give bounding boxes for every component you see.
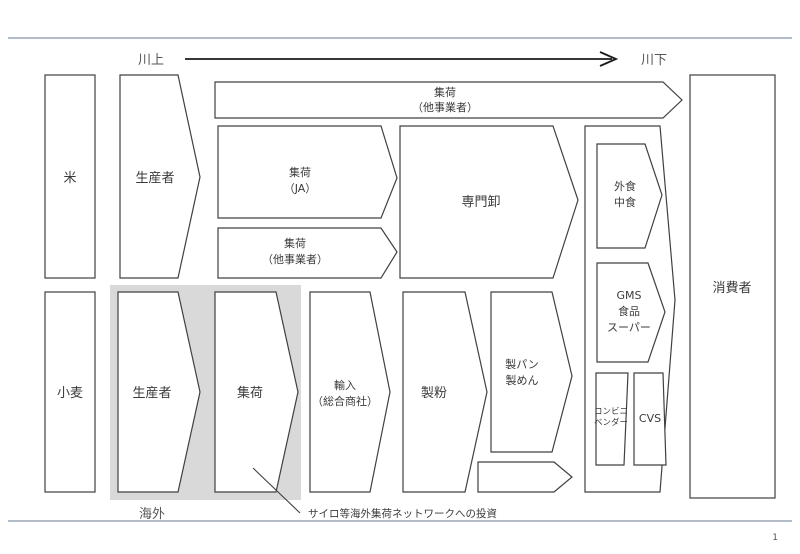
label-wheat-commodity: 小麦 <box>57 386 83 401</box>
label-specialty-wholesaler: 専門卸 <box>461 194 500 210</box>
label-wheat-collector: 集荷 <box>237 385 263 401</box>
label-rice-collector-ja-line2: （JA） <box>284 182 317 195</box>
shape-rice-collector-other[interactable] <box>217 227 398 279</box>
shape-specialty-wholesaler[interactable] <box>399 125 579 279</box>
shape-rice-commodity[interactable] <box>44 74 96 279</box>
label-rice-collector-other-line1: 集荷 <box>284 236 306 250</box>
shape-wheat-commodity[interactable] <box>44 291 96 493</box>
shape-wheat-baker[interactable] <box>490 291 573 453</box>
label-gms-line2: 食品 <box>618 304 640 318</box>
downstream-label: 川下 <box>641 53 667 68</box>
label-foodservice-line1: 外食 <box>614 179 636 193</box>
shape-retail-container <box>584 125 676 493</box>
label-foodservice-line2: 中食 <box>614 195 636 209</box>
shape-gms-supermarket[interactable] <box>596 262 666 363</box>
label-rice-collector-other-line2: （他事業者） <box>262 253 328 266</box>
shape-rice-collector-ja[interactable] <box>217 125 398 219</box>
label-gms-line1: GMS <box>617 289 642 302</box>
label-wheat-importer-line1: 輸入 <box>334 378 356 392</box>
shape-wheat-collector[interactable] <box>214 291 299 493</box>
shape-wheat-direct-channel[interactable] <box>477 461 573 493</box>
shape-consumer[interactable] <box>689 74 776 499</box>
label-cvs-vendor-line2: ベンダー <box>594 417 628 428</box>
shape-foodservice[interactable] <box>596 143 663 249</box>
label-investment-caption: サイロ等海外集荷ネットワークへの投資 <box>308 507 497 520</box>
label-wheat-baker-line2: 製めん <box>506 373 539 387</box>
shape-wheat-producer[interactable] <box>117 291 201 493</box>
label-rice-collector-other-top-line2: （他事業者） <box>412 101 478 114</box>
shape-rice-producer[interactable] <box>119 74 201 279</box>
label-wheat-miller: 製粉 <box>421 386 447 401</box>
label-cvs-vendor-line1: コンビニ <box>594 407 628 417</box>
label-rice-collector-ja-line1: 集荷 <box>289 165 311 179</box>
label-rice-commodity: 米 <box>63 171 76 186</box>
shape-wheat-importer[interactable] <box>309 291 391 493</box>
investment-leader-line <box>252 467 301 514</box>
label-rice-producer: 生産者 <box>135 170 174 186</box>
shape-cvs[interactable] <box>633 372 667 466</box>
label-rice-collector-other-top-line1: 集荷 <box>434 85 456 99</box>
label-overseas: 海外 <box>139 507 165 522</box>
shape-wheat-miller[interactable] <box>402 291 488 493</box>
label-wheat-baker-line1: 製パン <box>505 357 539 371</box>
label-wheat-producer: 生産者 <box>132 385 171 401</box>
label-gms-line3: スーパー <box>607 321 651 334</box>
right-arrow-icon <box>185 51 619 67</box>
label-cvs: CVS <box>639 412 661 425</box>
label-wheat-importer-line2: （総合商社） <box>312 394 378 408</box>
shape-cvs-vendor[interactable] <box>595 372 629 466</box>
label-consumer: 消費者 <box>712 281 751 296</box>
shape-rice-collector-other-top[interactable] <box>214 81 683 119</box>
upstream-label: 川上 <box>138 53 164 68</box>
page-number: 1 <box>772 533 778 543</box>
